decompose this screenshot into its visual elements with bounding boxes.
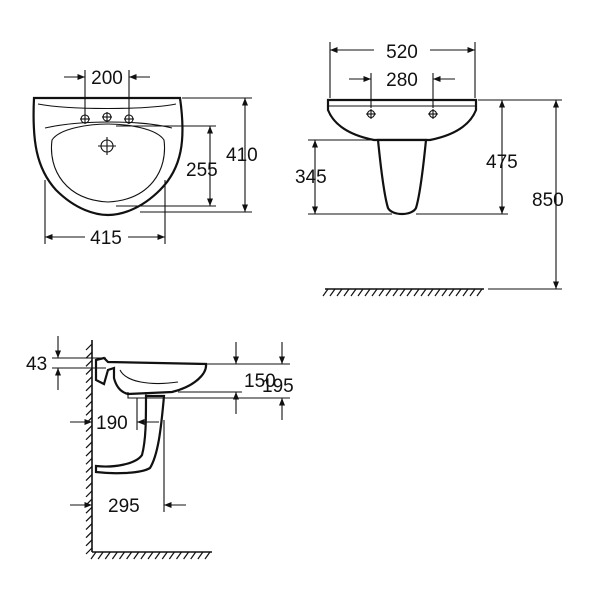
hatch-mark bbox=[336, 288, 343, 297]
dim-total-depth: 195 bbox=[262, 376, 294, 397]
hatch-mark bbox=[85, 490, 93, 498]
basin-front-bowl bbox=[50, 123, 166, 203]
hatch-mark bbox=[85, 425, 93, 433]
hatch-mark bbox=[427, 288, 434, 297]
tap-hole-icon bbox=[80, 112, 134, 124]
pedestal-elevation bbox=[376, 138, 428, 216]
section-view: 43 150 195 190 295 bbox=[26, 336, 294, 560]
hatch-mark bbox=[197, 551, 204, 560]
dim-waste-offset: 190 bbox=[96, 413, 128, 434]
hatch-mark bbox=[378, 288, 385, 297]
dim-tap-spacing: 200 bbox=[91, 68, 123, 89]
hatch-mark bbox=[357, 288, 364, 297]
hatch-mark bbox=[85, 547, 93, 555]
hatch-mark bbox=[85, 392, 93, 400]
dim-bowl-depth: 150 bbox=[244, 371, 276, 392]
hatch-mark bbox=[140, 551, 147, 560]
hatch-mark bbox=[85, 351, 93, 359]
hatch-mark bbox=[85, 441, 93, 449]
dim-rim-thickness: 43 bbox=[26, 354, 47, 375]
hatch-mark bbox=[85, 539, 93, 547]
hatch-mark bbox=[85, 465, 93, 473]
dim-rim-height: 850 bbox=[532, 190, 564, 211]
hatch-mark bbox=[364, 288, 371, 297]
hatch-mark bbox=[85, 514, 93, 522]
hatch-mark bbox=[133, 551, 140, 560]
fixing-hole-icon bbox=[366, 109, 438, 119]
hatch-mark bbox=[85, 384, 93, 392]
basin-elevation-outline bbox=[326, 98, 478, 142]
hatch-mark bbox=[385, 288, 392, 297]
hatch-mark bbox=[448, 288, 455, 297]
hatch-mark bbox=[85, 523, 93, 530]
hatch-mark bbox=[111, 551, 118, 560]
hatch-mark bbox=[371, 288, 378, 297]
hatch-mark bbox=[85, 359, 93, 367]
floor-hatch bbox=[322, 288, 484, 297]
dim-elevation-width: 520 bbox=[386, 42, 418, 63]
hatch-mark bbox=[85, 400, 93, 408]
wall-hatch bbox=[85, 340, 93, 555]
hatch-mark bbox=[434, 288, 441, 297]
hatch-mark bbox=[85, 482, 93, 490]
hatch-mark bbox=[183, 551, 190, 560]
dim-pedestal-projection: 295 bbox=[108, 496, 140, 517]
hatch-mark bbox=[85, 474, 93, 481]
hatch-mark bbox=[343, 288, 350, 297]
hatch-mark bbox=[168, 551, 175, 560]
hatch-mark bbox=[85, 376, 93, 384]
hatch-mark bbox=[204, 551, 211, 560]
dim-pedestal-depth: 345 bbox=[295, 167, 327, 188]
basin-section bbox=[94, 356, 208, 396]
hatch-mark bbox=[119, 551, 125, 560]
hatch-mark bbox=[126, 551, 133, 560]
hatch-mark bbox=[161, 551, 168, 560]
hatch-mark bbox=[329, 288, 336, 297]
dim-fixing-spacing: 280 bbox=[386, 70, 418, 91]
hatch-mark bbox=[322, 288, 329, 297]
hatch-mark bbox=[392, 288, 399, 297]
hatch-mark bbox=[85, 498, 93, 506]
hatch-mark bbox=[154, 551, 161, 560]
hatch-mark bbox=[85, 449, 93, 457]
hatch-mark bbox=[90, 551, 97, 560]
hatch-mark bbox=[176, 551, 182, 560]
dim-basin-depth: 475 bbox=[486, 152, 518, 173]
hatch-mark bbox=[85, 368, 93, 375]
waste-outlet-icon bbox=[98, 137, 116, 155]
dim-outlet-height: 255 bbox=[186, 160, 218, 181]
hatch-mark bbox=[190, 551, 197, 560]
hatch-mark bbox=[85, 531, 93, 539]
hatch-mark bbox=[85, 408, 93, 416]
hatch-mark bbox=[399, 288, 406, 297]
hatch-mark bbox=[469, 288, 476, 297]
front-view: 200 410 255 415 bbox=[32, 68, 258, 249]
hatch-mark bbox=[85, 506, 93, 514]
hatch-mark bbox=[104, 551, 111, 560]
dim-front-width: 415 bbox=[90, 228, 122, 249]
hatch-mark bbox=[462, 288, 469, 297]
dim-front-height: 410 bbox=[226, 145, 258, 166]
hatch-mark bbox=[455, 288, 462, 297]
hatch-mark bbox=[441, 288, 448, 297]
hatch-mark bbox=[476, 288, 483, 297]
hatch-mark bbox=[85, 457, 93, 465]
hatch-mark bbox=[85, 343, 93, 351]
elevation-view: 520 280 345 475 850 bbox=[295, 42, 564, 297]
pedestal-section bbox=[94, 394, 166, 475]
hatch-mark bbox=[85, 433, 93, 441]
hatch-mark bbox=[350, 288, 357, 297]
hatch-mark bbox=[147, 551, 154, 560]
hatch-mark bbox=[97, 551, 104, 560]
hatch-mark bbox=[420, 288, 427, 297]
basin-front-outline bbox=[32, 96, 184, 217]
hatch-mark bbox=[413, 288, 420, 297]
section-floor-hatch bbox=[90, 551, 212, 560]
hatch-mark bbox=[406, 288, 413, 297]
